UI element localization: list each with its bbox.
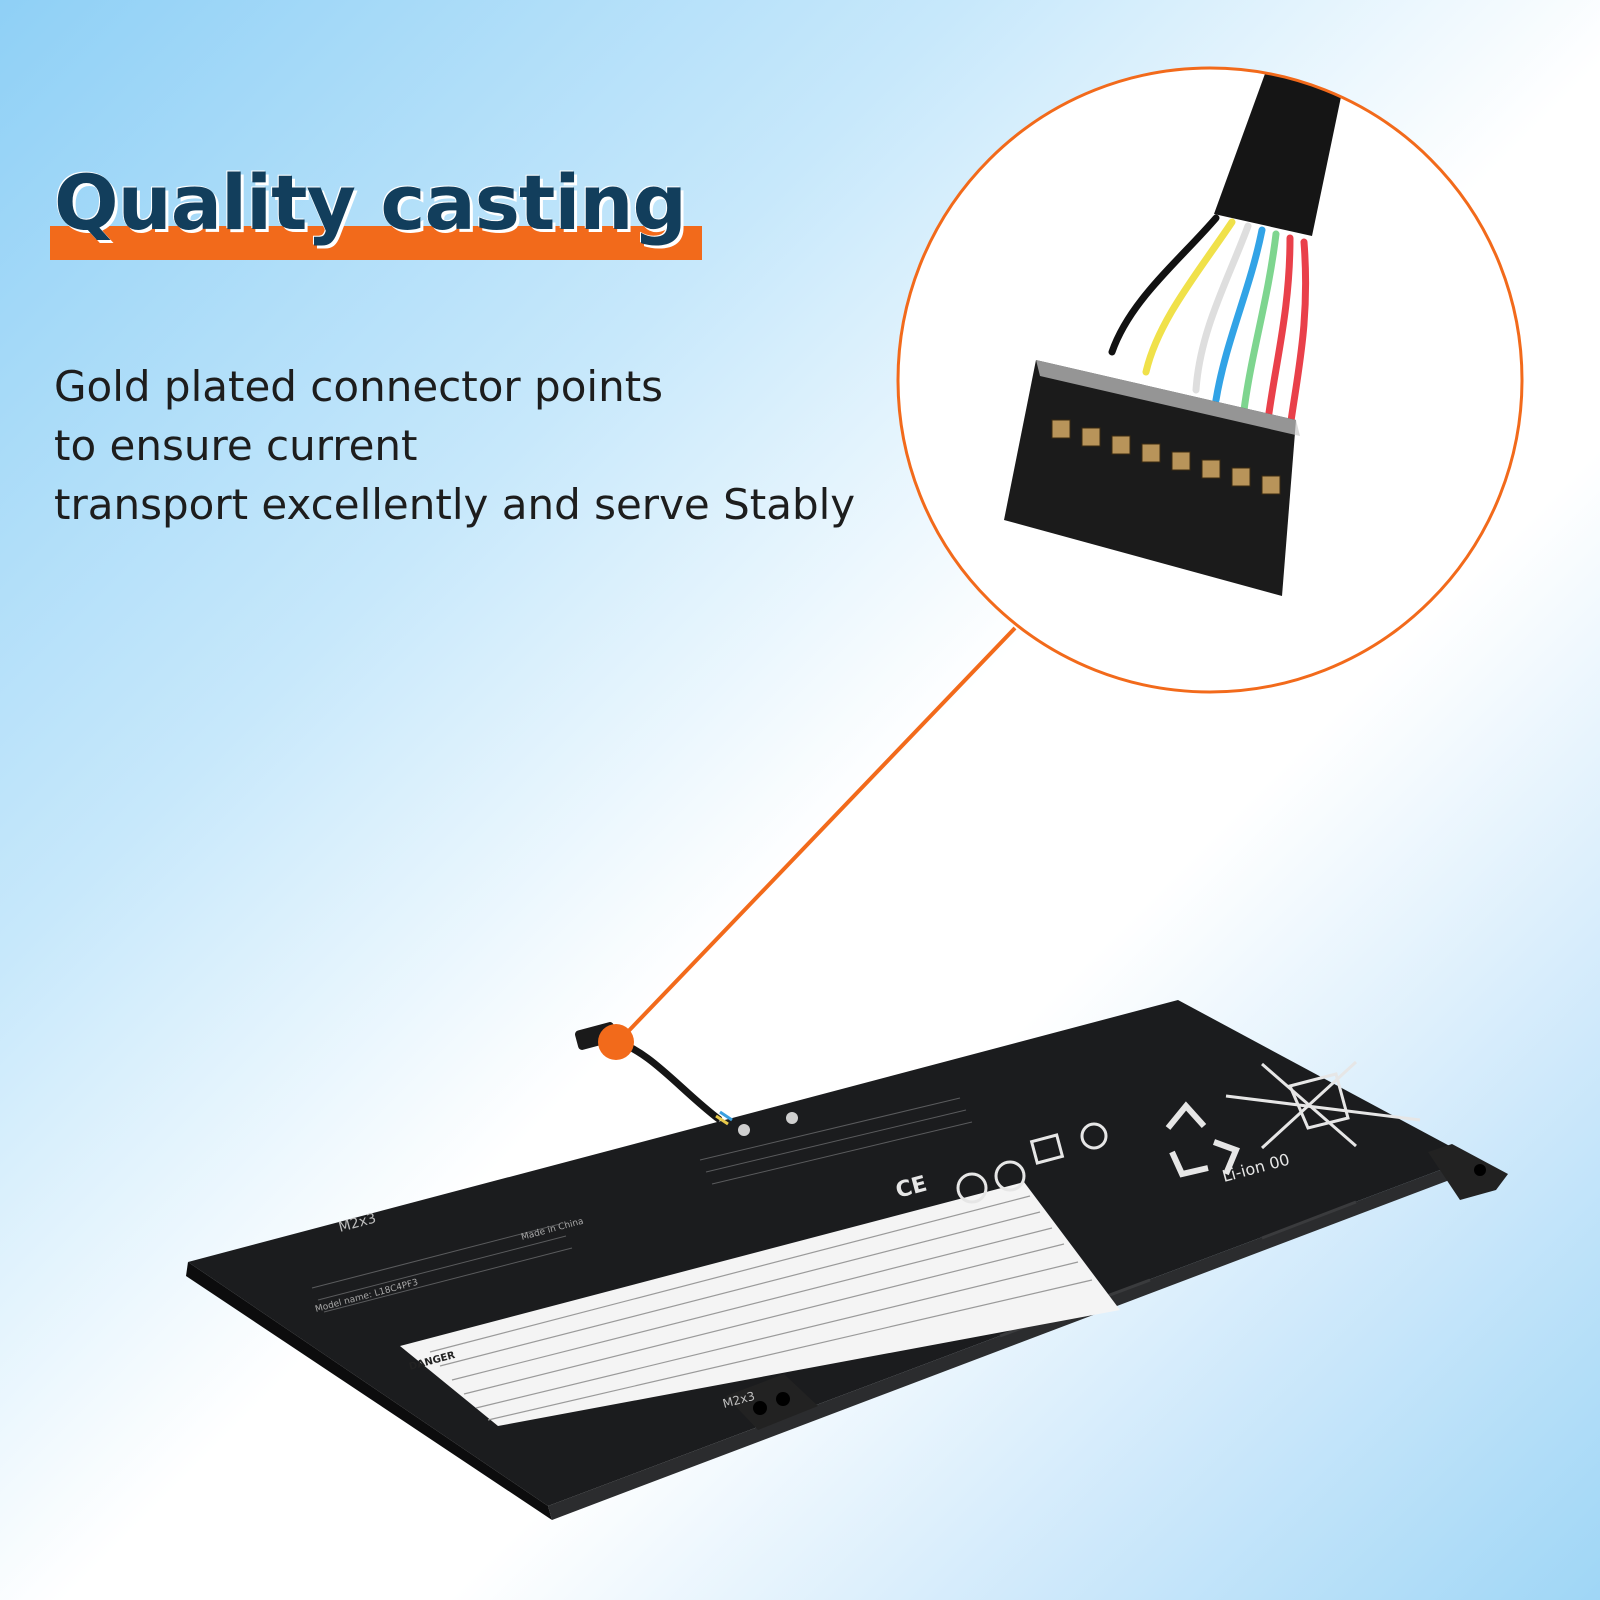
description-line: Gold plated connector points [54,362,664,411]
heading-underline-bar [50,226,702,260]
gold-pin [1231,467,1251,487]
connector-housing [1004,360,1296,596]
heading-block: Quality casting [50,150,710,280]
certification-mark-icon [956,1172,988,1204]
gold-contact-pins [1051,419,1281,495]
callout-dot [598,1024,634,1060]
zoom-circle-background [898,68,1522,692]
gold-pin [1051,419,1071,439]
page-title: Quality casting [54,158,687,247]
callout-line [616,626,1017,1044]
battery-pack: M2x3 M2x3 Model name: L18C4PF3 Made in C… [186,1000,1508,1520]
certification-mark-icon [1080,1122,1108,1150]
gold-pin [1141,443,1161,463]
zoom-circle-border [896,66,1524,694]
feature-description: Gold plated connector points to ensure c… [54,357,934,534]
recycle-icon [1165,1101,1240,1178]
gold-pin [1201,459,1221,479]
gold-pin [1111,435,1131,455]
certification-mark-icon [994,1160,1026,1192]
connector-closeup [1004,68,1342,596]
mount-tab-right [1428,1144,1508,1200]
description-line: transport excellently and serve Stably [54,480,856,529]
certification-mark-icon [1029,1133,1065,1165]
mount-tab-bottom [726,1374,818,1430]
weee-bin-icon [1225,1060,1421,1150]
description-line: to ensure current [54,421,418,470]
gold-pin [1261,475,1281,495]
gold-pin [1171,451,1191,471]
braided-sleeve [1214,68,1342,236]
gold-pin [1081,427,1101,447]
